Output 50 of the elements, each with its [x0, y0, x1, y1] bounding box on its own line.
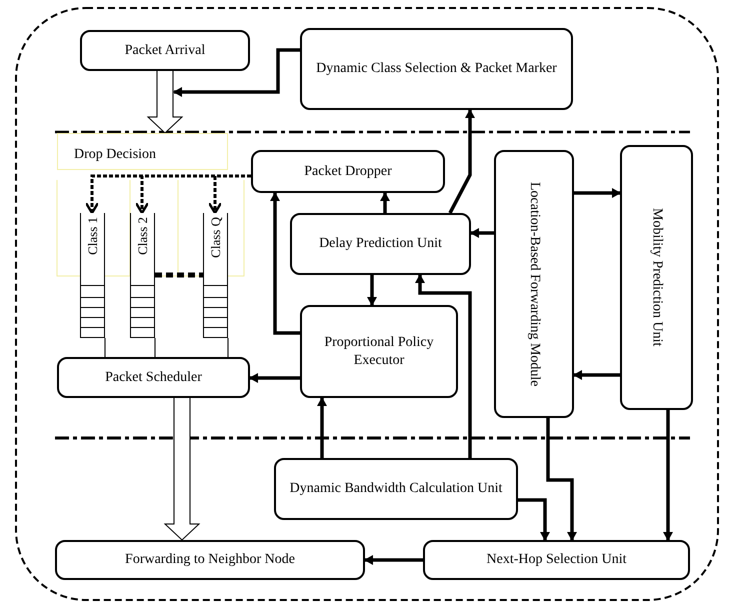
arrow [317, 397, 327, 458]
box-label: Next-Hop Selection Unit [486, 551, 626, 569]
arrow [574, 188, 621, 198]
class-label: Class 1 [86, 217, 99, 255]
connector-line [154, 338, 156, 358]
box-label: Dynamic Bandwidth Calculation Unit [290, 480, 502, 498]
arrow [470, 228, 494, 238]
arrow [518, 498, 550, 541]
module-box [494, 150, 574, 418]
queue-column [203, 213, 228, 338]
process-box [57, 357, 250, 398]
process-box [300, 28, 573, 110]
module-box [620, 145, 693, 410]
process-box [290, 213, 471, 275]
class-label: Class 2 [136, 217, 149, 255]
process-box [80, 30, 250, 71]
zone-box [57, 133, 228, 170]
arrow [367, 275, 377, 306]
process-box [55, 540, 365, 580]
arrow [364, 555, 423, 565]
dotted-arrow [208, 174, 251, 214]
arrow [173, 48, 300, 97]
arrow [663, 410, 673, 541]
arrow [380, 192, 390, 213]
module-label: Location-Based Forwarding Module [526, 182, 544, 386]
queue-column [80, 213, 105, 338]
arrow [448, 109, 475, 214]
box-label: Delay Prediction Unit [319, 235, 442, 253]
process-box [251, 150, 445, 193]
box-label: Proportional Policy Executor [323, 334, 435, 369]
process-box [300, 305, 458, 398]
arrow [415, 274, 472, 458]
arrow [573, 370, 620, 380]
arrow [249, 373, 300, 383]
box-label: Packet Arrival [124, 42, 206, 60]
hollow-arrow [146, 70, 184, 134]
box-label: Packet Dropper [304, 162, 392, 180]
process-box [274, 458, 518, 520]
arrow [270, 192, 300, 335]
hollow-arrow [164, 398, 200, 541]
box-label: Forwarding to Neighbor Node [125, 551, 295, 569]
zone-label: Drop Decision [74, 147, 156, 162]
queue-column [130, 213, 155, 338]
box-label: Dynamic Class Selection & Packet Marker [316, 60, 557, 78]
connector-line [104, 338, 106, 358]
class-label: Class Q [209, 217, 222, 258]
module-label: Mobility Prediction Unit [648, 208, 666, 347]
arrow [546, 418, 577, 541]
box-label: Packet Scheduler [105, 368, 202, 386]
process-box [423, 540, 690, 580]
